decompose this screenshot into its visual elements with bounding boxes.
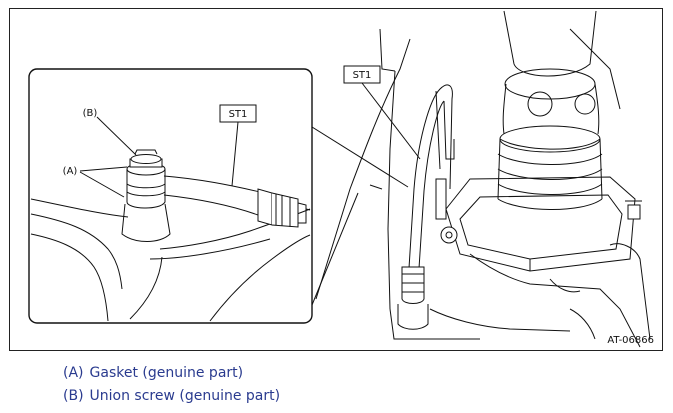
diagram-drawing: ST1 (B) (A)	[28, 10, 651, 348]
pipe-detail	[163, 175, 311, 228]
figure-code: AT-06866	[607, 335, 654, 346]
legend-key: (B)	[63, 388, 84, 404]
main-view: ST1	[315, 10, 651, 348]
st1-main-label: ST1	[353, 70, 372, 81]
legend: (A) Gasket (genuine part) (B) Union screw …	[63, 362, 280, 408]
callout-a-label: (A)	[63, 166, 78, 177]
legend-text: Gasket (genuine part)	[89, 365, 244, 381]
union-screw-detail	[121, 149, 171, 242]
legend-item-b: (B) Union screw (genuine part)	[63, 385, 280, 408]
legend-text: Union screw (genuine part)	[89, 388, 281, 404]
inset-detail: ST1 (B) (A)	[28, 68, 409, 324]
st1-detail-label: ST1	[229, 109, 248, 120]
callout-b-label: (B)	[83, 108, 98, 119]
zoom-line-top	[311, 126, 409, 188]
diagram-figure: ST1 (B) (A)	[9, 8, 663, 351]
shaft-assembly	[497, 10, 621, 210]
st1-pipe-main	[397, 84, 455, 330]
inset-frame	[28, 68, 313, 324]
legend-item-a: (A) Gasket (genuine part)	[63, 362, 280, 385]
mount-flange	[420, 176, 651, 348]
legend-key: (A)	[63, 365, 84, 381]
